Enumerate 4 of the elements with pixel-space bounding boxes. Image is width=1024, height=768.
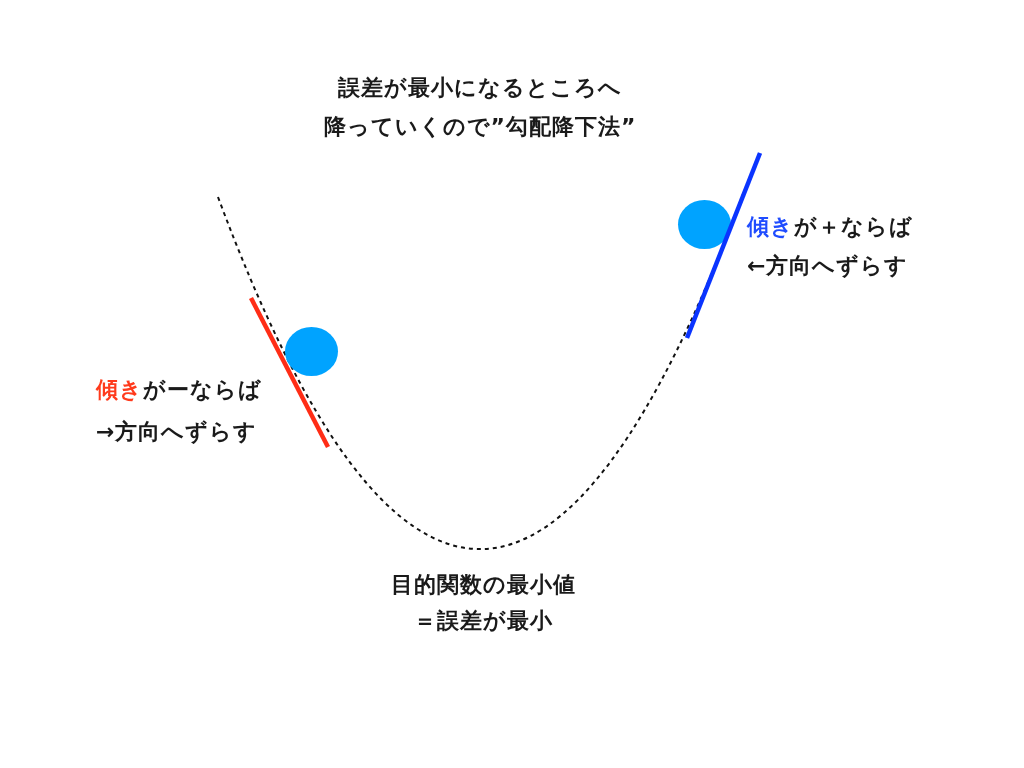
annotation: 傾きが＋ならば←方向へずらす [747,213,914,280]
annotation: 目的関数の最小値＝誤差が最小 [390,571,576,635]
title: 誤差が最小になるところへ降っていくので”勾配降下法” [322,74,638,141]
annotation: 傾きがーならば→方向へずらす [96,376,263,446]
